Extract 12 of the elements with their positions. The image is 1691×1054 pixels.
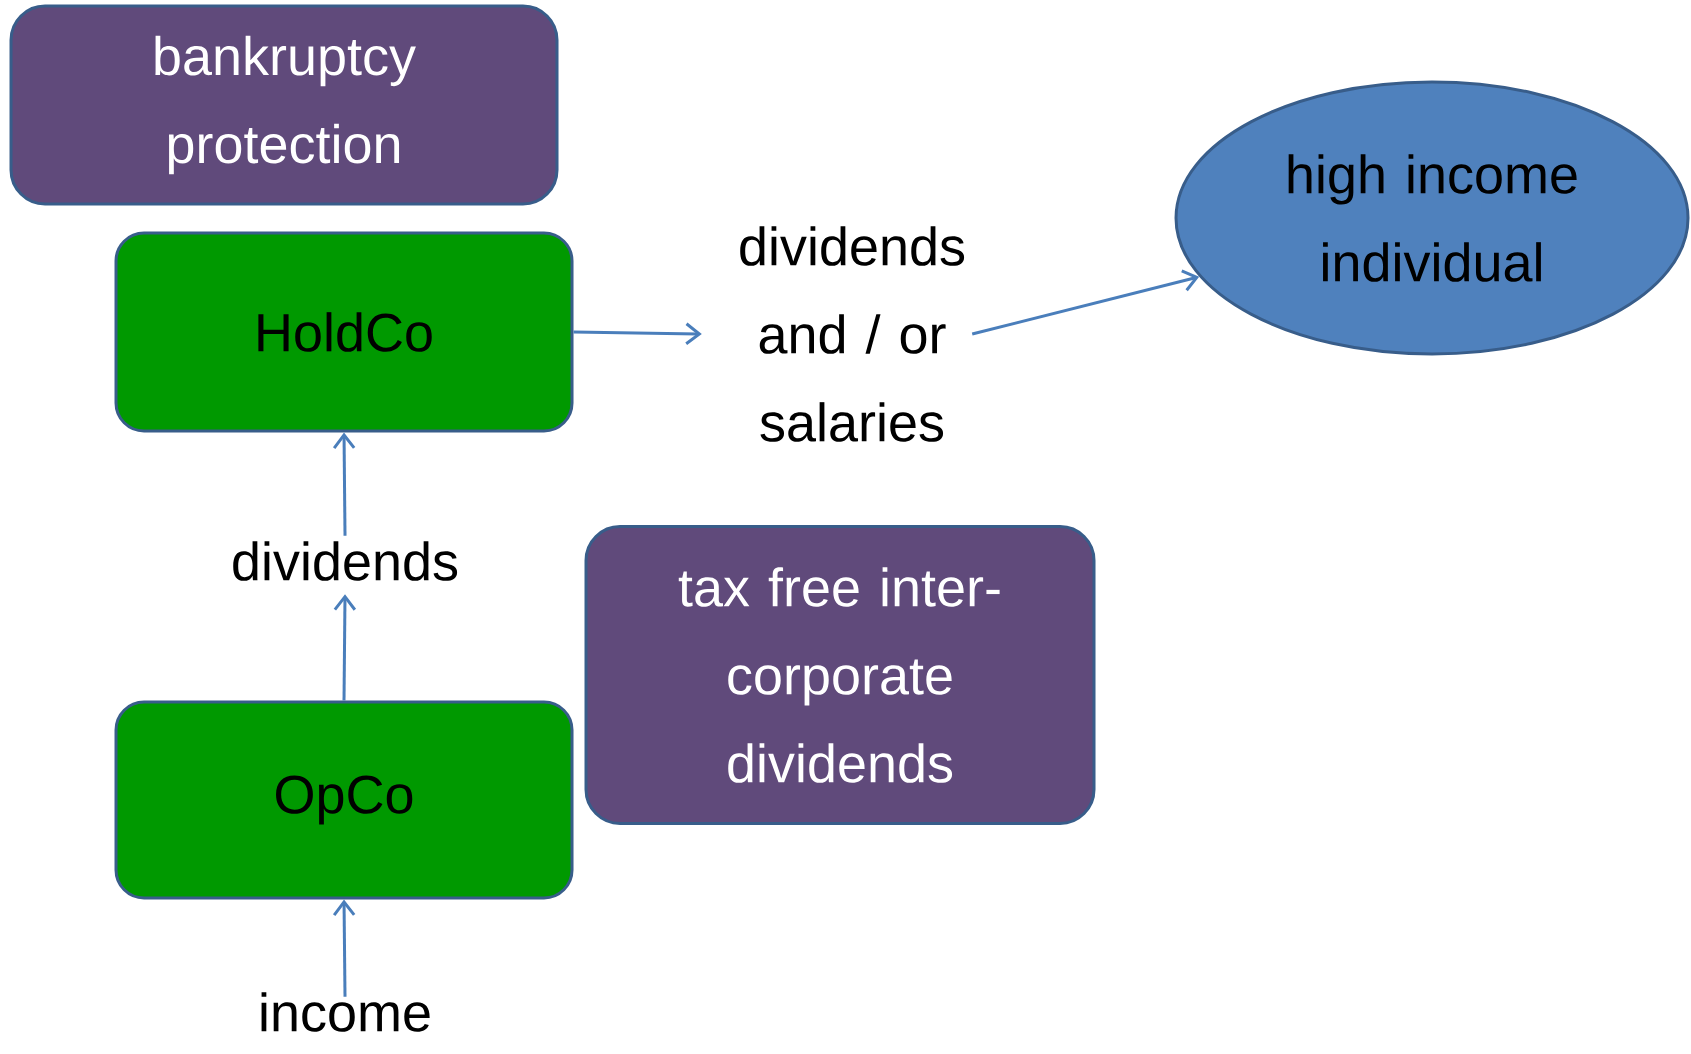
flow-label: income xyxy=(261,992,430,1032)
arrow xyxy=(332,899,356,997)
arrow xyxy=(573,322,702,345)
arrow xyxy=(971,269,1200,336)
company-box: OpCo xyxy=(114,700,574,900)
note-box: bankruptcy protection xyxy=(9,4,559,206)
note-box: tax free inter-corporate dividends xyxy=(584,525,1096,825)
arrow xyxy=(333,594,357,701)
flow-label: dividends xyxy=(233,541,458,581)
arrow xyxy=(332,432,356,536)
flow-label: dividends and / or salaries xyxy=(740,226,965,442)
company-box: HoldCo xyxy=(114,231,574,433)
